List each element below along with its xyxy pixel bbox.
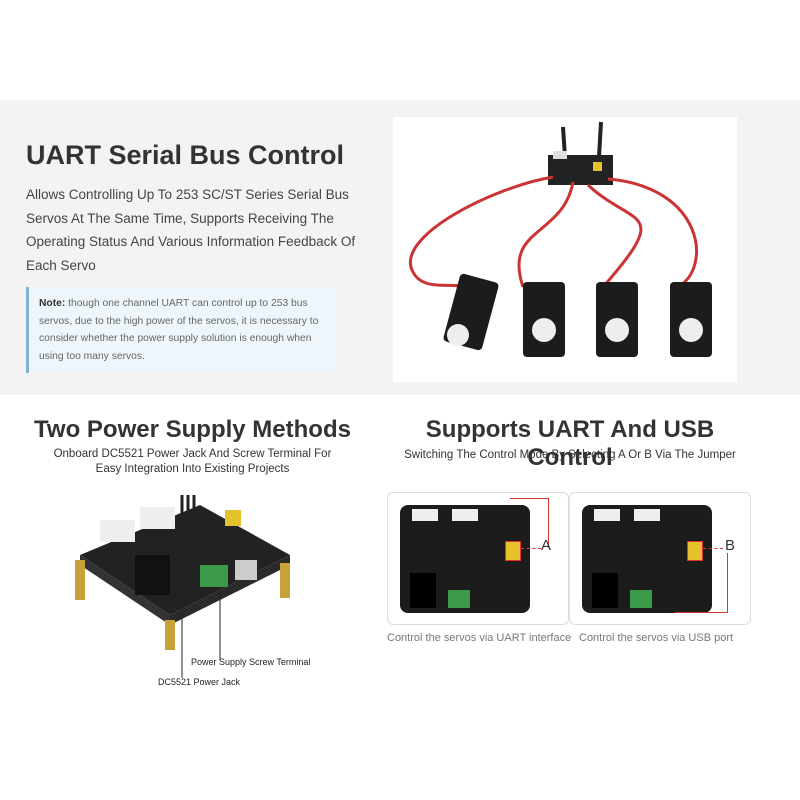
section-subtitle-control: Switching The Control Mode By Selecting … [404,449,736,461]
section-title-control: Supports UART And USB Control [425,416,715,471]
section-title-uart: UART Serial Bus Control [26,140,345,170]
note-label: Note: [39,298,66,309]
label-screw-terminal: Power Supply Screw Terminal [191,657,311,667]
callout-lines [181,590,221,678]
caption-usb: Control the servos via USB port [579,632,734,644]
note-box: Note: though one channel UART can contro… [26,287,336,373]
servo-photo [393,117,737,382]
section-subtitle-power: Onboard DC5521 Power Jack And Screw Term… [53,448,332,475]
jumper-marker-a: A [541,537,552,554]
caption-uart: Control the servos via UART interface [387,632,572,644]
jumper-marker-b: B [725,537,736,554]
board-card-usb: B [569,492,751,625]
section-title-power: Two Power Supply Methods [34,416,351,443]
section-description-uart: Allows Controlling Up To 253 SC/ST Serie… [26,187,356,273]
board-card-uart: A [387,492,569,625]
power-board-photo [70,485,300,650]
note-text: though one channel UART can control up t… [39,298,319,362]
label-power-jack: DC5521 Power Jack [158,677,241,687]
